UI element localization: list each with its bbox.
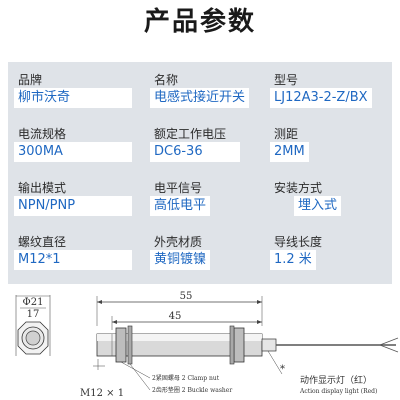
clamp-nut-label-en: 2 Clamp nut xyxy=(182,375,220,382)
spec-value: NPN/PNP xyxy=(14,196,132,216)
indicator-label-cn: 动作显示灯（红） xyxy=(300,374,372,386)
spec-cell-thread: 螺纹直径 M12*1 xyxy=(8,228,138,272)
spec-cell-current: 电流规格 300MA xyxy=(8,120,138,164)
spec-label: 安装方式 xyxy=(274,181,323,195)
page-title: 产品参数 xyxy=(143,7,256,37)
leader-lines xyxy=(93,350,283,391)
spec-row: 电流规格 300MA 额定工作电压 DC6-36 测距 2MM xyxy=(8,120,392,164)
spec-value: 柳市沃奇 xyxy=(14,88,132,108)
washer-shape xyxy=(127,325,133,365)
clamp-nut-shape xyxy=(233,327,245,363)
thread-label: M12 × 1 xyxy=(80,388,124,399)
spec-row: 品牌 柳市沃奇 名称 电感式接近开关 型号 LJ12A3-2-Z/BX xyxy=(8,66,392,110)
indicator-label-en: Action display light (Red) xyxy=(299,388,377,395)
cable-gland-shape xyxy=(261,338,277,352)
spec-label: 输出模式 xyxy=(18,181,67,195)
spec-value: 300MA xyxy=(14,142,132,162)
spec-cell-cable: 导线长度 1.2 米 xyxy=(264,228,392,272)
spec-label: 电平信号 xyxy=(154,181,203,195)
spec-cell-name: 名称 电感式接近开关 xyxy=(144,66,260,110)
outer-diameter-label: Φ21 xyxy=(23,297,44,308)
front-view: Φ21 17 xyxy=(15,295,51,356)
spec-value: 高低电平 xyxy=(150,196,211,216)
washer-shape xyxy=(229,325,235,365)
washer-label-cn: 2齿形垫圈 xyxy=(152,386,180,394)
spec-label: 名称 xyxy=(154,73,179,87)
spec-cell-voltage: 额定工作电压 DC6-36 xyxy=(144,120,260,164)
inner-diameter-label: 17 xyxy=(27,309,40,320)
spec-label: 外壳材质 xyxy=(154,235,203,249)
total-length-label: 55 xyxy=(180,291,193,302)
sensor-body xyxy=(96,325,277,365)
washer-label-en: 2 Buckle washer xyxy=(182,387,233,394)
spec-value: 1.2 米 xyxy=(270,250,316,270)
cable xyxy=(276,337,399,353)
spec-label: 测距 xyxy=(274,127,299,141)
spec-value: 电感式接近开关 xyxy=(150,88,250,108)
sensor-core-circle xyxy=(25,330,41,346)
spec-cell-material: 外壳材质 黄铜镀镍 xyxy=(144,228,260,272)
spec-value: M12*1 xyxy=(14,250,132,270)
clamp-nut-shape xyxy=(115,327,127,363)
spec-label: 螺纹直径 xyxy=(18,235,67,249)
spec-value: 黄铜镀镍 xyxy=(150,250,211,270)
spec-row: 螺纹直径 M12*1 外壳材质 黄铜镀镍 导线长度 1.2 米 xyxy=(8,228,392,272)
spec-value: DC6-36 xyxy=(150,142,240,162)
spec-label: 电流规格 xyxy=(18,127,67,141)
spec-value: 埋入式 xyxy=(294,196,342,216)
body-length-label: 45 xyxy=(169,311,182,322)
spec-table: 品牌 柳市沃奇 名称 电感式接近开关 型号 LJ12A3-2-Z/BX 电流规格… xyxy=(8,62,392,284)
spec-row: 输出模式 NPN/PNP 电平信号 高低电平 安装方式 埋入式 xyxy=(8,174,392,218)
spec-cell-distance: 测距 2MM xyxy=(264,120,392,164)
spec-label: 型号 xyxy=(274,73,299,87)
spec-cell-output: 输出模式 NPN/PNP xyxy=(8,174,138,218)
dimension-diagram: Φ21 17 55 45 xyxy=(15,291,399,399)
spec-cell-signal: 电平信号 高低电平 xyxy=(144,174,260,218)
dimension-lines: 55 45 xyxy=(96,291,263,330)
spec-value: 2MM xyxy=(270,142,309,162)
spec-label: 额定工作电压 xyxy=(154,127,227,141)
spec-cell-brand: 品牌 柳市沃奇 xyxy=(8,66,138,110)
washer-label: 2齿形垫圈 2 Buckle washer xyxy=(152,386,232,394)
spec-cell-mounting: 安装方式 埋入式 xyxy=(264,174,392,218)
clamp-nut-label: 2紧固螺母 2 Clamp nut xyxy=(152,374,220,382)
spec-cell-model: 型号 LJ12A3-2-Z/BX xyxy=(264,66,392,110)
spec-label: 品牌 xyxy=(18,73,43,87)
clamp-nut-label-cn: 2紧固螺母 xyxy=(152,374,180,382)
spec-label: 导线长度 xyxy=(274,235,323,249)
indicator-mark: * xyxy=(280,364,285,375)
spec-value: LJ12A3-2-Z/BX xyxy=(270,88,372,108)
